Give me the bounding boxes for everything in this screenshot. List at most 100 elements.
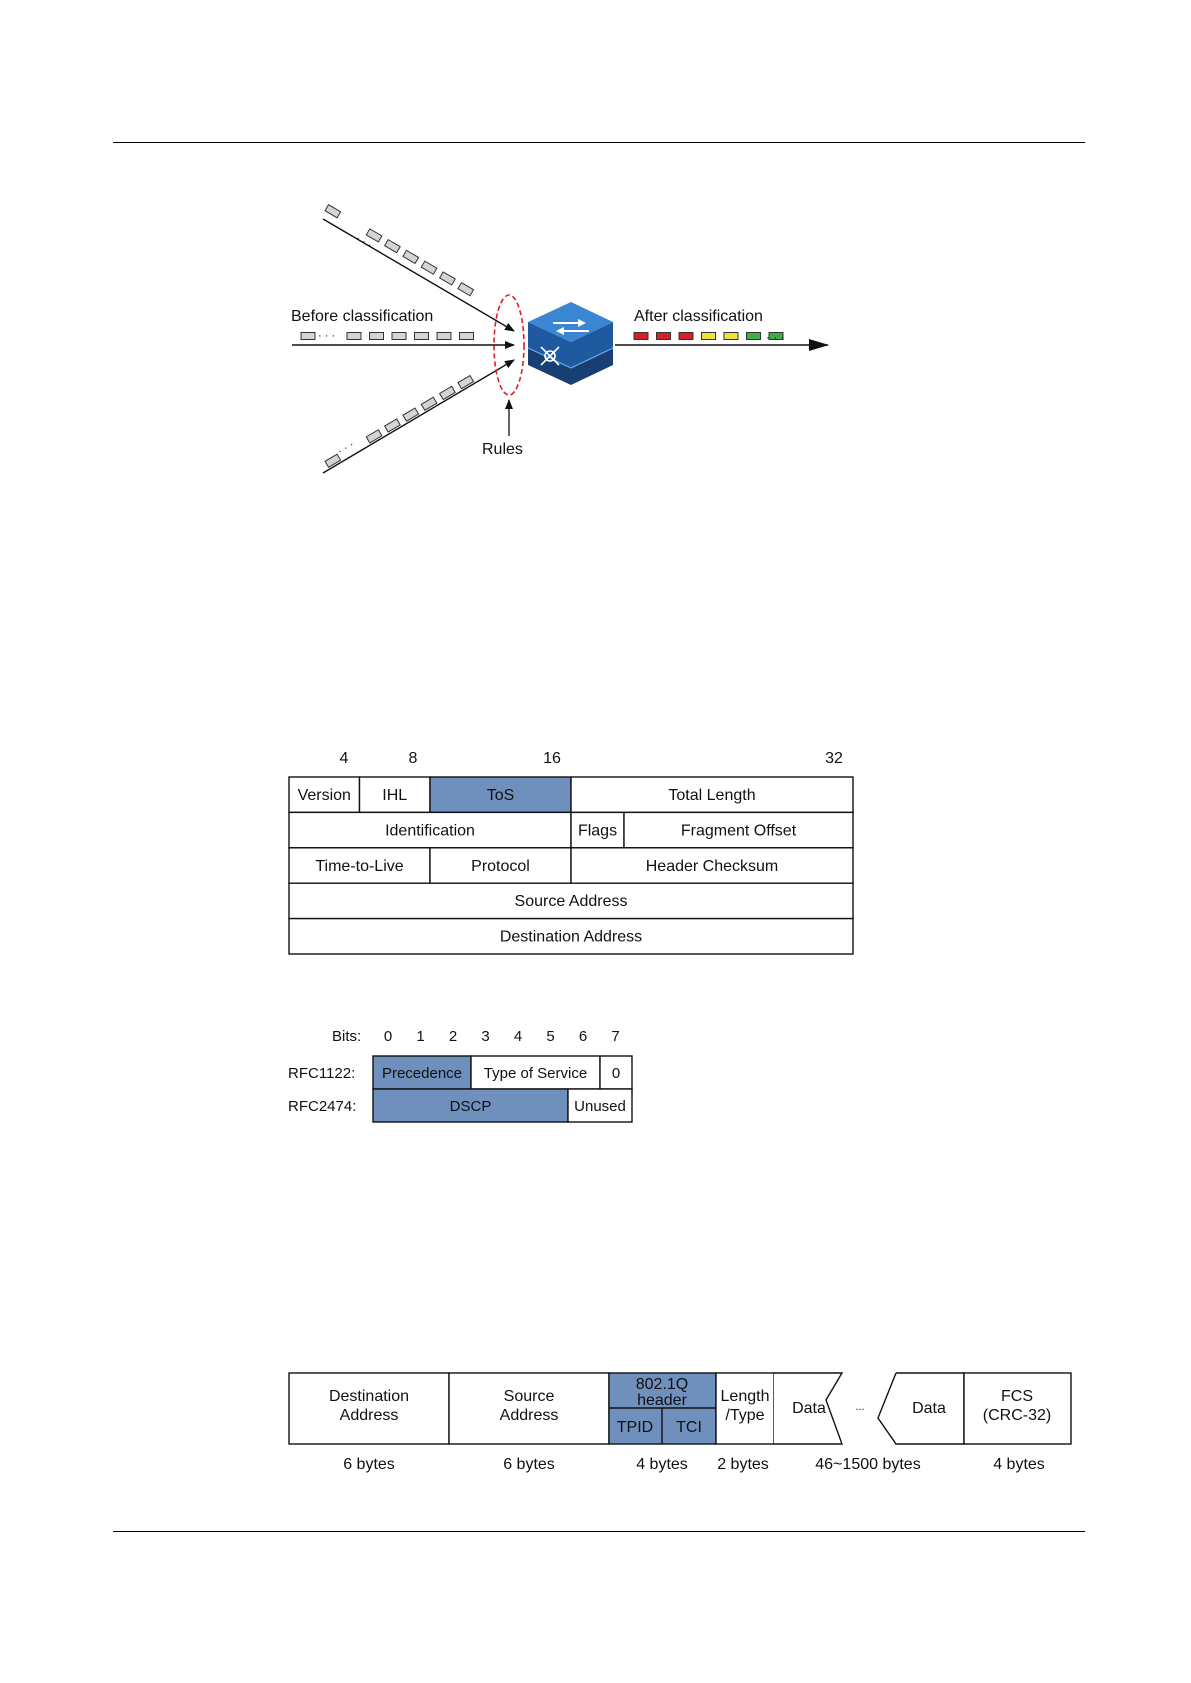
data-start-label: Data bbox=[792, 1400, 826, 1417]
input-packet bbox=[402, 249, 420, 265]
tos-field-cell bbox=[372, 1088, 569, 1123]
classified-packets bbox=[633, 332, 784, 340]
classified-packet-red bbox=[678, 332, 694, 340]
input-packet bbox=[324, 203, 342, 219]
tos-field-label: Precedence bbox=[382, 1065, 462, 1082]
dest-address-line1: Destination bbox=[329, 1388, 409, 1405]
source-address-line2: Address bbox=[500, 1407, 559, 1424]
ip-field-label: Fragment Offset bbox=[681, 822, 797, 839]
tos-row-name: RFC1122: bbox=[288, 1065, 355, 1082]
footer-rule bbox=[113, 1531, 1085, 1532]
input-packet bbox=[436, 332, 452, 340]
tos-bit-number: 3 bbox=[481, 1028, 489, 1045]
upper-input-line bbox=[322, 218, 515, 332]
ip-field-cell bbox=[288, 882, 854, 920]
tos-field-cell bbox=[567, 1088, 633, 1123]
input-packet bbox=[383, 418, 401, 433]
size-dest-address: 6 bytes bbox=[343, 1456, 395, 1473]
ip-field-label: ToS bbox=[487, 787, 515, 804]
classified-packet-red bbox=[633, 332, 649, 340]
tos-field-label: DSCP bbox=[450, 1098, 492, 1115]
ip-field-label: Time-to-Live bbox=[315, 858, 403, 875]
ip-field-cell bbox=[570, 847, 854, 884]
tos-field-label: Unused bbox=[574, 1098, 626, 1115]
tos-bit-number: 2 bbox=[449, 1028, 457, 1045]
ip-field-cell bbox=[288, 917, 854, 955]
tos-row-name: RFC2474: bbox=[288, 1098, 356, 1115]
input-packet bbox=[457, 281, 475, 297]
ip-field-cell bbox=[570, 776, 854, 814]
input-packet bbox=[414, 332, 429, 340]
tos-bit-number: 5 bbox=[546, 1028, 554, 1045]
classified-packet-yellow bbox=[723, 332, 739, 340]
input-packet bbox=[383, 238, 401, 254]
ip-bit-label: 8 bbox=[409, 750, 418, 767]
rules-label: Rules bbox=[482, 441, 523, 458]
upper-input-packets: · · · bbox=[324, 203, 475, 297]
ip-field-label: Header Checksum bbox=[646, 858, 779, 875]
before-classification-label: Before classification bbox=[291, 308, 433, 325]
lower-input-packets: · · · bbox=[324, 374, 475, 469]
input-packet bbox=[420, 396, 438, 412]
tos-bit-number: 0 bbox=[384, 1028, 392, 1045]
input-packet bbox=[438, 271, 456, 286]
tci-label: TCI bbox=[676, 1419, 702, 1436]
switch-icon bbox=[527, 302, 614, 385]
ip-field-label: Source Address bbox=[515, 893, 628, 910]
after-packets-ellipsis: · · · bbox=[766, 330, 785, 344]
rules-ellipse bbox=[493, 294, 525, 396]
input-packet bbox=[369, 332, 384, 340]
input-packet bbox=[459, 332, 474, 340]
tos-bit-number: 7 bbox=[611, 1028, 619, 1045]
classified-packet-green bbox=[746, 332, 761, 340]
tos-field-rows: RFC1122: Precedence Type of Service 0RFC247… bbox=[288, 1055, 633, 1123]
data-end-label: Data bbox=[912, 1400, 946, 1417]
ip-field-label: Protocol bbox=[471, 858, 530, 875]
tos-field-cell bbox=[470, 1055, 601, 1090]
input-packet bbox=[438, 385, 456, 401]
tos-field-label: 0 bbox=[612, 1065, 620, 1082]
tos-bits-label: Bits: bbox=[332, 1028, 361, 1045]
frame-data-end-box bbox=[877, 1372, 965, 1445]
vlan-header-line2: header bbox=[637, 1392, 687, 1409]
ip-field-label: Flags bbox=[578, 822, 617, 839]
fcs-line1: FCS bbox=[1001, 1388, 1033, 1405]
classified-packet-red bbox=[656, 332, 671, 340]
tpid-label: TPID bbox=[617, 1419, 653, 1436]
source-address-line1: Source bbox=[504, 1388, 555, 1405]
classified-packet-yellow bbox=[701, 332, 716, 340]
size-vlan-header: 4 bytes bbox=[636, 1456, 688, 1473]
input-packet bbox=[346, 332, 362, 340]
size-fcs: 4 bytes bbox=[993, 1456, 1045, 1473]
input-packet bbox=[402, 407, 420, 422]
tos-bit-number: 1 bbox=[416, 1028, 424, 1045]
middle-input-packets: · · · bbox=[300, 330, 474, 342]
length-type-line2: /Type bbox=[725, 1407, 764, 1424]
svg-text:· · ·: · · · bbox=[318, 330, 335, 342]
frame-source-address-box bbox=[448, 1372, 610, 1445]
header-rule bbox=[113, 142, 1085, 143]
vlan-header-line1: 802.1Q bbox=[636, 1376, 688, 1393]
ip-field-label: IHL bbox=[382, 787, 407, 804]
input-packet bbox=[420, 260, 438, 275]
dest-address-line2: Address bbox=[340, 1407, 399, 1424]
ip-field-cell bbox=[429, 847, 572, 884]
ip-field-label: Total Length bbox=[668, 787, 755, 804]
frame-length-type-box bbox=[715, 1372, 775, 1445]
ip-field-label: Destination Address bbox=[500, 929, 642, 946]
classified-packet-green bbox=[768, 332, 784, 340]
tos-bit-number: 4 bbox=[514, 1028, 522, 1045]
length-type-line1: Length bbox=[721, 1388, 770, 1405]
after-classification-label: After classification bbox=[634, 308, 763, 325]
tos-field-label: Type of Service bbox=[484, 1065, 587, 1082]
fcs-line2: (CRC-32) bbox=[983, 1407, 1051, 1424]
size-length-type: 2 bytes bbox=[717, 1456, 769, 1473]
ip-field-label: Version bbox=[298, 787, 351, 804]
